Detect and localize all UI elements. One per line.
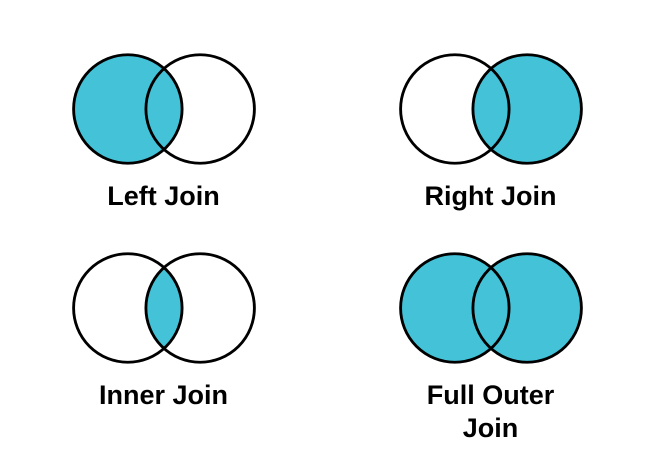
cell-right-join: Right Join bbox=[327, 50, 654, 213]
venn-svg-full-outer-join bbox=[398, 252, 583, 364]
left-circle-fill bbox=[73, 54, 182, 164]
right-circle-outline bbox=[143, 53, 256, 165]
venn-label-inner-join: Inner Join bbox=[98, 379, 228, 410]
venn-left-join-diagram bbox=[64, 50, 264, 168]
venn-full-outer-join-diagram bbox=[391, 249, 591, 367]
intersection-fill bbox=[145, 253, 182, 363]
venn-right-join-diagram bbox=[391, 50, 591, 168]
venn-label-full-outer-join: Full Outer Join bbox=[426, 379, 555, 443]
left-circle-outline bbox=[71, 252, 184, 364]
cell-full-outer-join: Full Outer Join bbox=[327, 249, 654, 445]
venn-svg-right-join bbox=[398, 53, 583, 165]
venn-svg-left-join bbox=[71, 53, 256, 165]
venn-label-right-join: Right Join bbox=[424, 181, 557, 211]
right-circle-outline bbox=[470, 53, 583, 165]
right-circle-outline bbox=[470, 252, 583, 364]
venn-svg-inner-join bbox=[71, 252, 256, 364]
venn-inner-join-diagram bbox=[64, 249, 264, 367]
cell-left-join: Left Join bbox=[0, 50, 327, 213]
join-diagrams-grid: Left Join Right Join Inner Join Full Out… bbox=[0, 50, 654, 445]
left-circle-outline bbox=[71, 53, 184, 165]
right-circle-outline bbox=[143, 252, 256, 364]
left-circle-outline bbox=[398, 252, 511, 364]
left-circle-outline bbox=[398, 53, 511, 165]
right-circle-fill bbox=[472, 54, 581, 164]
cell-inner-join: Inner Join bbox=[0, 249, 327, 445]
venn-label-left-join: Left Join bbox=[107, 181, 220, 211]
right-circle-fill bbox=[472, 253, 581, 363]
